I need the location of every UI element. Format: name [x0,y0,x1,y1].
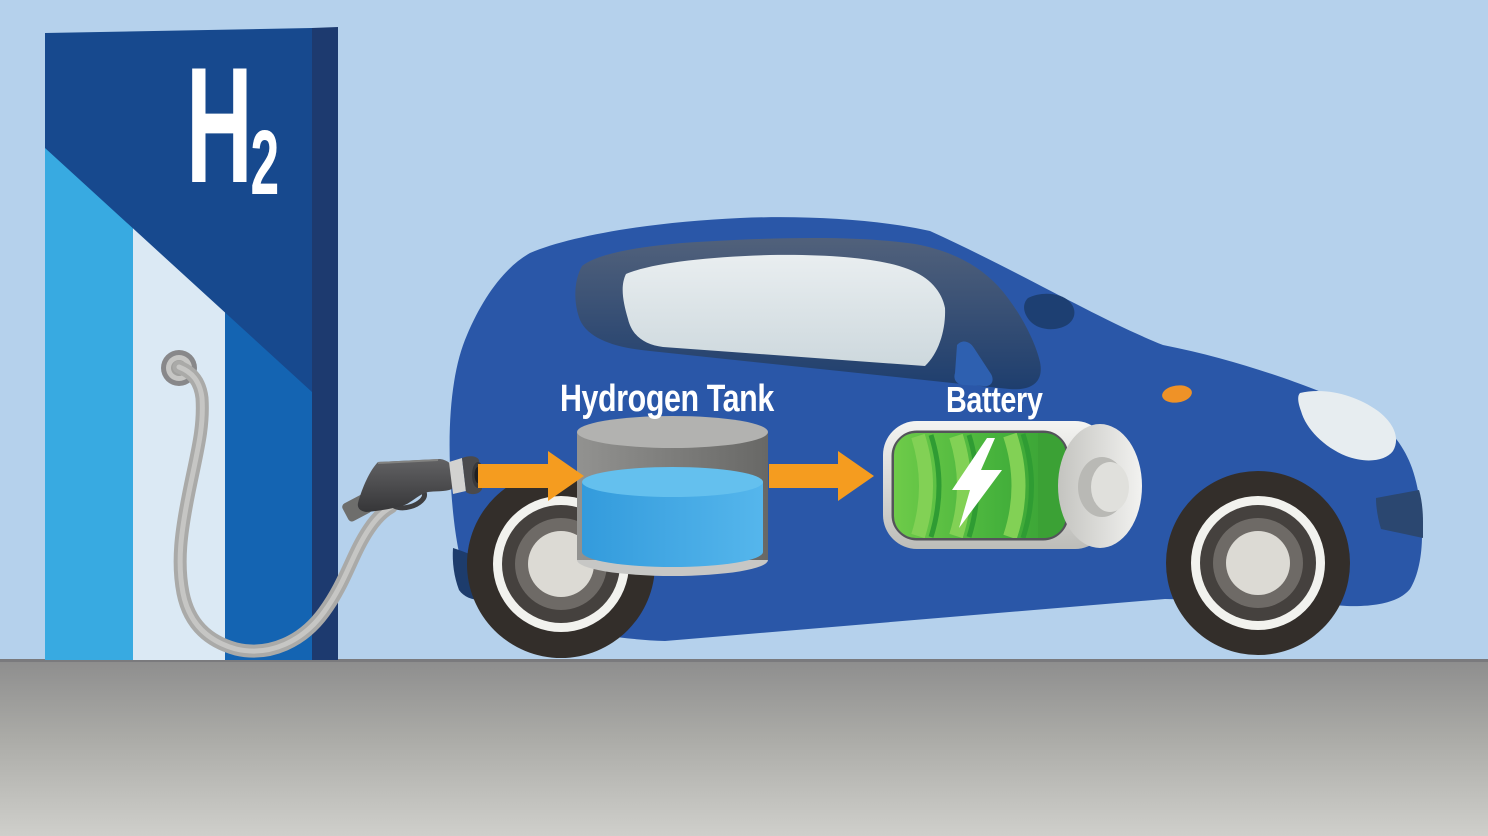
fuel-station-pillar [45,27,338,660]
hydrogen-tank-icon [577,416,768,576]
door-handle [1162,385,1192,403]
pillar-side-edge [312,27,338,660]
h2-symbol: H [186,33,253,217]
hydrogen-tank-label: Hydrogen Tank [560,378,774,420]
side-mirror [1024,293,1075,330]
flow-arrow-tank-to-battery [769,451,874,501]
flow-arrows [478,451,874,501]
lightning-bolt-icon [952,438,1002,528]
fuel-hose [172,360,398,658]
h2-station-label: H2 [186,43,279,210]
headlight [1298,391,1397,461]
side-window-glass [622,254,946,366]
nozzle-collar [449,458,466,494]
battery-segments [911,433,1066,538]
flow-arrow-station-to-tank [478,451,584,501]
nozzle-body [357,459,454,512]
ground [0,659,1488,836]
h2-subscript: 2 [250,112,280,214]
quarter-window [954,341,993,387]
battery-label: Battery [946,379,1043,420]
front-wheel [1166,471,1350,655]
battery-icon [883,421,1142,549]
pillar-face [45,28,312,392]
front-bumper-trim [1376,490,1423,538]
